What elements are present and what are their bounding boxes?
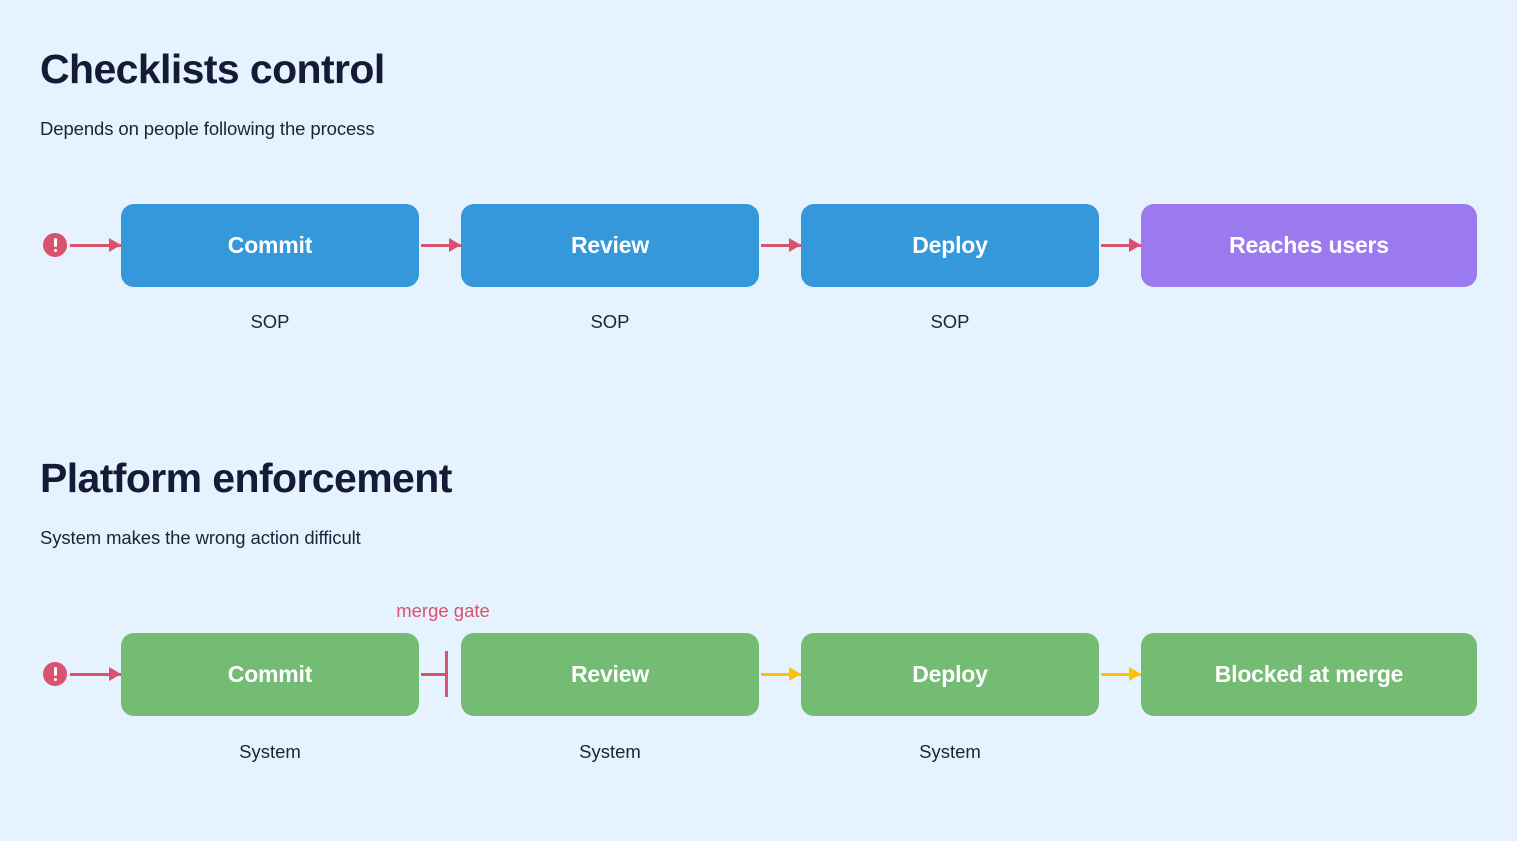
caption-review: System (579, 741, 641, 762)
gate-shaft (421, 672, 447, 676)
node-label: Deploy (912, 232, 988, 258)
caption-deploy: SOP (930, 311, 970, 332)
arrowhead-icon (1129, 238, 1141, 252)
node-review[interactable]: Review (461, 633, 759, 716)
caption-commit: System (239, 741, 301, 762)
node-deploy[interactable]: Deploy (801, 204, 1099, 287)
flow-row-checklists: Commit Review Deploy Reaches users (0, 204, 1517, 304)
caption-row-checklists: SOP SOP SOP (0, 311, 1517, 337)
node-commit[interactable]: Commit (121, 204, 419, 287)
exclamation-glyph (53, 238, 57, 252)
connector-deploy-to-blocked-at-merge (1101, 667, 1141, 681)
node-commit[interactable]: Commit (121, 633, 419, 716)
connector-shaft (761, 672, 801, 676)
connector-shaft (1101, 672, 1141, 676)
node-deploy[interactable]: Deploy (801, 633, 1099, 716)
merge-gate-label: merge gate (396, 600, 490, 621)
caption-commit: SOP (250, 311, 290, 332)
node-label: Commit (227, 661, 313, 687)
node-reaches-users[interactable]: Reaches users (1141, 204, 1477, 287)
connector-shaft (70, 672, 121, 676)
node-label: Reaches users (1229, 232, 1389, 258)
node-review[interactable]: Review (461, 204, 759, 287)
connector-deploy-to-reaches-users (1101, 238, 1141, 252)
connector-shaft (1101, 243, 1141, 247)
gate-blocking-bar (445, 651, 448, 697)
connector-start-to-commit (70, 238, 121, 252)
caption-row-platform: System System System (0, 741, 1517, 767)
exclamation-glyph (53, 667, 57, 681)
node-label: Commit (227, 232, 313, 258)
connector-start-to-commit (70, 667, 121, 681)
connector-review-to-deploy (761, 667, 801, 681)
connector-shaft (421, 243, 461, 247)
connector-commit-to-review (421, 238, 461, 252)
arrowhead-icon (789, 238, 801, 252)
alert-icon (43, 233, 67, 257)
node-label: Review (570, 232, 650, 258)
connector-review-to-deploy (761, 238, 801, 252)
flow-row-platform: Commit merge gate Review Deploy Blocked … (0, 600, 1517, 733)
section-title-platform: Platform enforcement (40, 455, 452, 501)
node-blocked-at-merge[interactable]: Blocked at merge (1141, 633, 1477, 716)
connector-shaft (761, 243, 801, 247)
node-label: Blocked at merge (1214, 661, 1404, 687)
caption-review: SOP (590, 311, 630, 332)
arrowhead-icon (789, 667, 801, 681)
merge-gate-barrier-icon: merge gate (396, 600, 490, 697)
section-title-checklists: Checklists control (40, 46, 385, 92)
node-label: Deploy (912, 661, 988, 687)
alert-icon (43, 662, 67, 686)
arrowhead-icon (1129, 667, 1141, 681)
caption-deploy: System (919, 741, 981, 762)
connector-shaft (70, 243, 121, 247)
arrowhead-icon (449, 238, 461, 252)
node-label: Review (570, 661, 650, 687)
arrowhead-icon (109, 667, 121, 681)
section-subtitle-checklists: Depends on people following the process (40, 118, 375, 139)
arrowhead-icon (109, 238, 121, 252)
section-subtitle-platform: System makes the wrong action difficult (40, 527, 361, 548)
